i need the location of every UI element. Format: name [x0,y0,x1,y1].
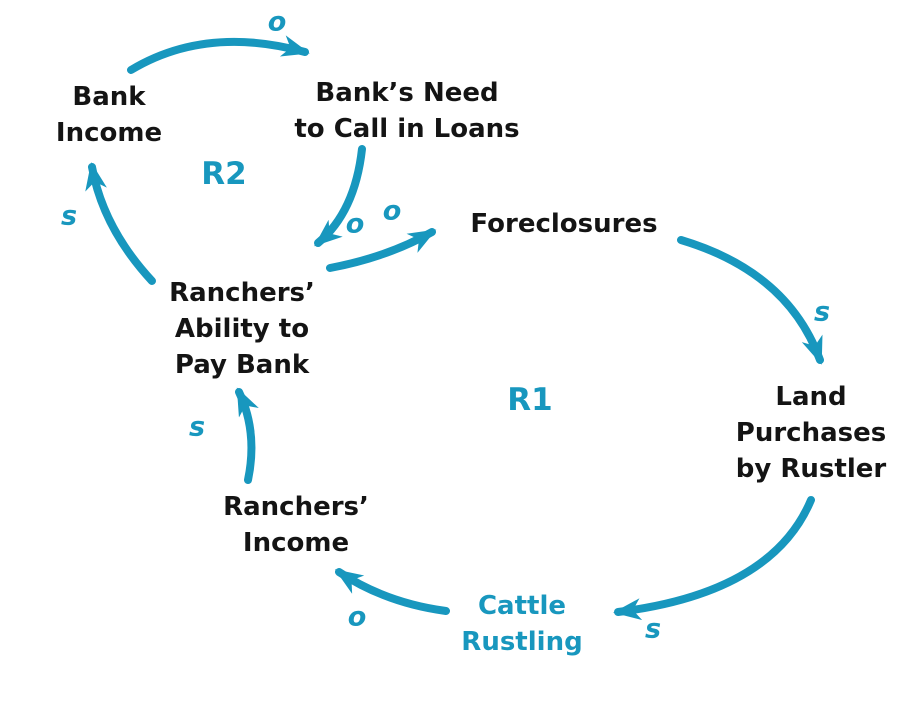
polarity-label-o-banks-need-to-ranchers-ability: o [345,208,365,240]
node-banks-need-to-call-in-loans: Bank’s Need to Call in Loans [294,78,520,144]
arrow-foreclosures-to-land-purchases [677,236,824,365]
node-land-purchases-by-rustler: Land Purchases by Rustler [735,382,887,484]
node-ranchers-income: Ranchers’ Income [223,492,369,558]
polarity-label-s-ranchers-income-to-ranchers-ability: s [188,411,206,443]
node-cattle-rustling: Cattle Rustling [461,591,583,657]
node-ranchers-ability-to-pay-bank: Ranchers’ Ability to Pay Bank [169,278,315,380]
polarity-label-s-ranchers-ability-to-bank-income: s [60,200,78,232]
node-foreclosures: Foreclosures [470,209,658,239]
arrow-banks-need-to-ranchers-ability [314,145,366,247]
arrow-bank-income-to-banks-need [127,35,310,74]
node-bank-income: Bank Income [55,82,163,148]
polarity-label-o-bank-income-to-banks-need: o [267,6,287,38]
arrow-ranchers-ability-to-foreclosures [326,228,437,272]
arrow-cattle-rustling-to-ranchers-income [334,568,450,615]
polarity-label-s-foreclosures-to-land-purchases: s [813,296,831,328]
arrow-ranchers-ability-to-bank-income [85,162,156,285]
loop-label-r1: R1 [507,382,553,418]
arrow-ranchers-income-to-ranchers-ability [235,387,259,484]
arrow-land-purchases-to-cattle-rustling [613,496,815,621]
polarity-label-o-cattle-rustling-to-ranchers-income: o [347,601,367,633]
loop-label-r2: R2 [201,156,247,192]
polarity-label-s-land-purchases-to-cattle-rustling: s [644,613,662,645]
polarity-label-o-ranchers-ability-to-foreclosures: o [382,195,402,227]
